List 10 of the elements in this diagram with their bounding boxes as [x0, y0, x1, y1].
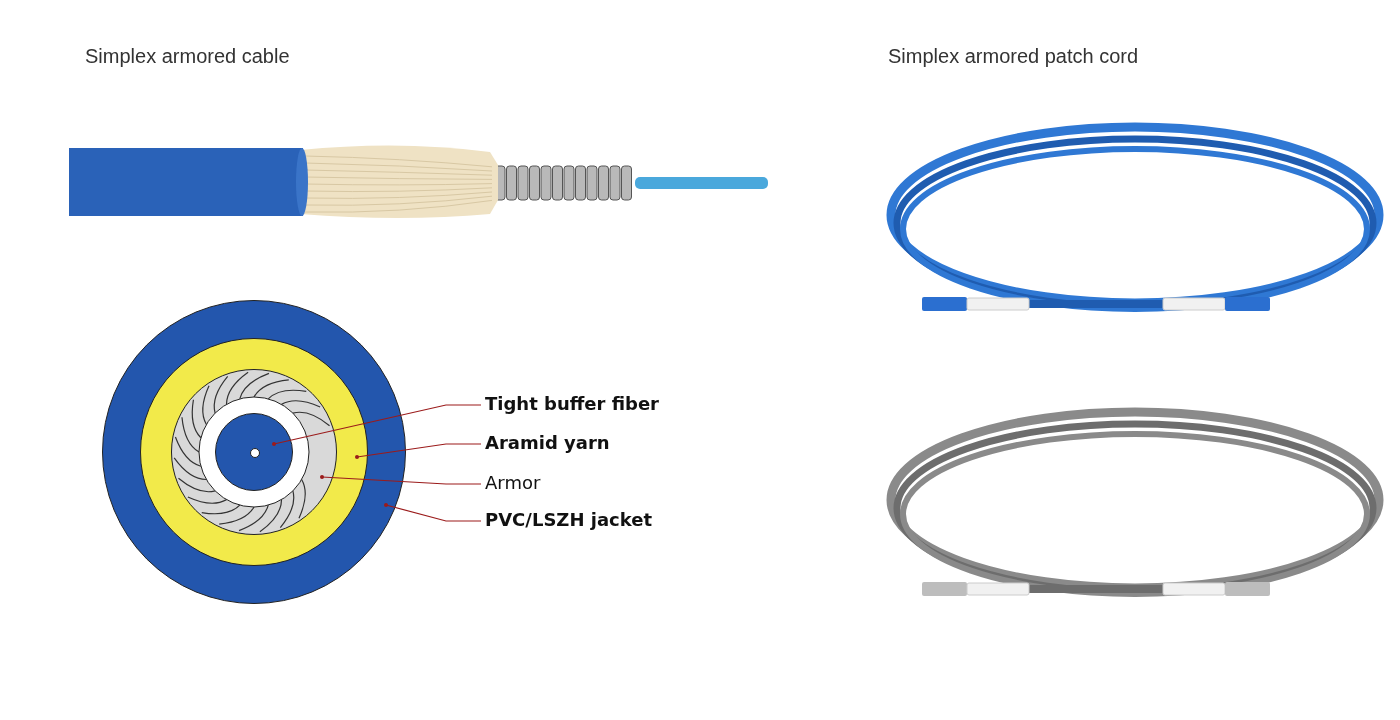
- section-title: Simplex armored cable: [85, 44, 290, 68]
- part-label: PVC/LSZH jacket: [485, 509, 652, 531]
- leader-line: [320, 475, 482, 485]
- part-label: Tight buffer fiber: [485, 393, 659, 415]
- section-title: Simplex armored patch cord: [888, 44, 1139, 68]
- part-label: Aramid yarn: [485, 432, 610, 454]
- leader-line: [355, 443, 482, 459]
- leader-line: [272, 404, 482, 446]
- leader-line: [384, 503, 482, 522]
- part-label: Armor: [485, 472, 541, 494]
